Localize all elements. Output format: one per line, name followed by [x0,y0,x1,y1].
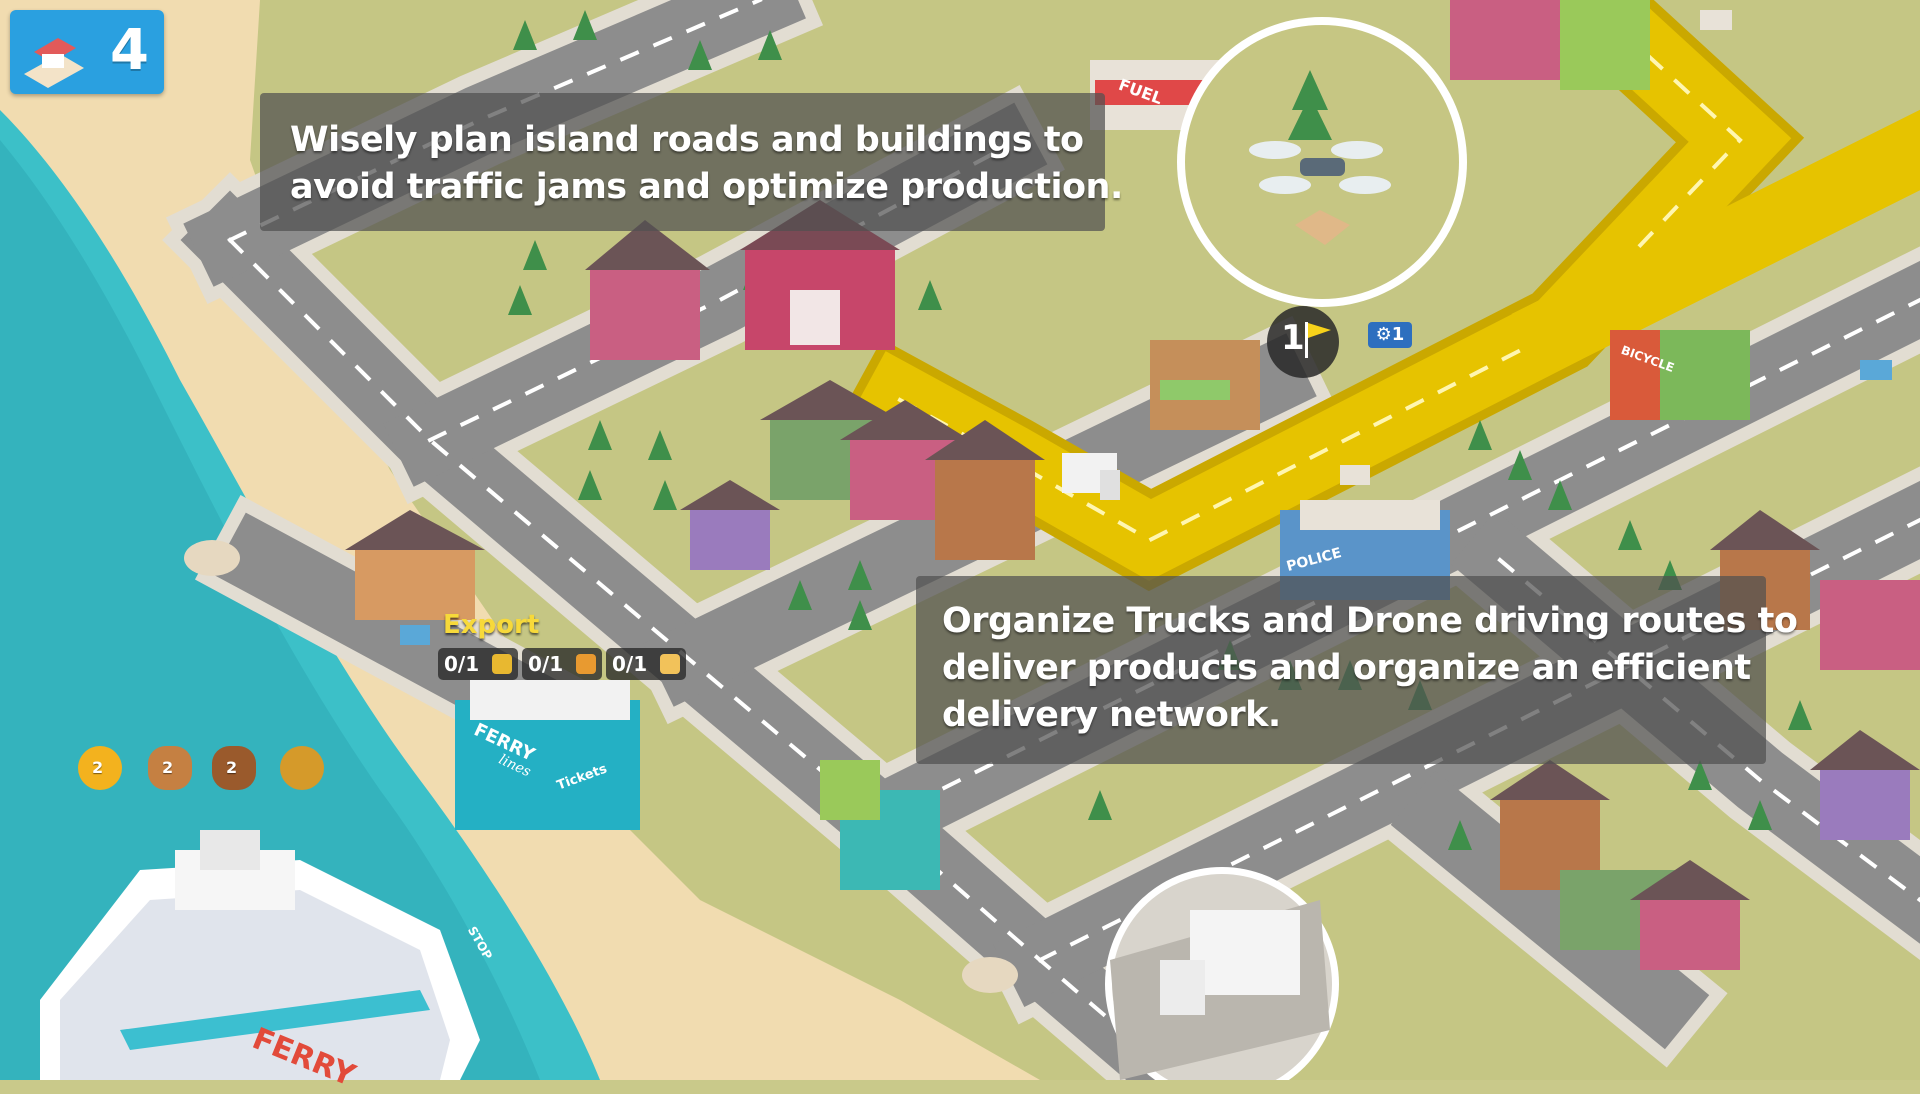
tip-line: Wisely plan island roads and buildings t… [290,120,1084,160]
shop-teal [820,760,940,890]
coins-icon[interactable] [280,746,324,790]
rock [184,540,240,576]
truck-callout [1105,867,1339,1080]
yellow-flag-icon [1305,322,1331,358]
export-slot-cheese[interactable]: 0/1 [606,648,686,680]
level-badge[interactable]: 4 [10,10,164,94]
route-marker[interactable]: 1 [1267,306,1339,378]
car-white [1340,465,1370,485]
export-slot-corn[interactable]: 0/1 [438,648,518,680]
house-tan-beach [345,510,485,620]
tip-line: deliver products and organize an efficie… [942,648,1751,688]
tip-line: avoid traffic jams and optimize producti… [290,167,1123,207]
rock [962,957,1018,993]
car-blue [400,625,430,645]
tip-plan-roads: Wisely plan island roads and buildings t… [260,93,1123,231]
resource-count: 2 [226,758,238,777]
resource-count: 2 [92,758,104,777]
car-north [1700,10,1732,30]
house-purple [680,480,780,570]
house-pink-north [585,220,710,360]
export-slot-count: 0/1 [612,652,648,676]
tip-line: delivery network. [942,695,1281,735]
cheese-icon [660,654,680,674]
delivery-truck [1062,453,1120,500]
ferry-terminal [455,680,640,830]
house-purple-east [1810,730,1920,840]
amphora-icon[interactable]: 2 [212,746,256,790]
tip-organize-routes: Organize Trucks and Drone driving routes… [916,576,1798,764]
buildings-north [1450,0,1650,90]
tip-line: Organize Trucks and Drone driving routes… [942,601,1798,641]
export-slot-count: 0/1 [528,652,564,676]
vehicles[interactable] [400,10,1892,645]
houses-southeast [1490,760,1750,970]
car-east [1860,360,1892,380]
export-slot-bread[interactable]: 0/1 [522,648,602,680]
export-label: Export [443,610,540,640]
corn-icon [492,654,512,674]
house-brown [925,420,1045,560]
ferry-ship[interactable] [40,830,480,1080]
road-building-icon [24,38,84,88]
level-count: 4 [110,18,149,83]
export-slot-count: 0/1 [444,652,480,676]
route-number: 1 [1281,318,1305,358]
package-box-icon [1295,210,1350,245]
truck-icon [1190,910,1300,995]
bicycle-shop [1610,330,1750,420]
sea-water-deep [0,140,540,1080]
resource-count: 2 [162,758,174,777]
sand-beach-south [620,860,950,1080]
bread-icon [576,654,596,674]
route-vehicle-count[interactable]: ⚙1 [1368,322,1412,348]
drone-icon [1249,141,1391,194]
hard-hat-icon[interactable]: 2 [78,746,122,790]
amphora-icon[interactable]: 2 [148,746,192,790]
bakery [1150,340,1260,430]
drone-callout [1177,17,1467,307]
